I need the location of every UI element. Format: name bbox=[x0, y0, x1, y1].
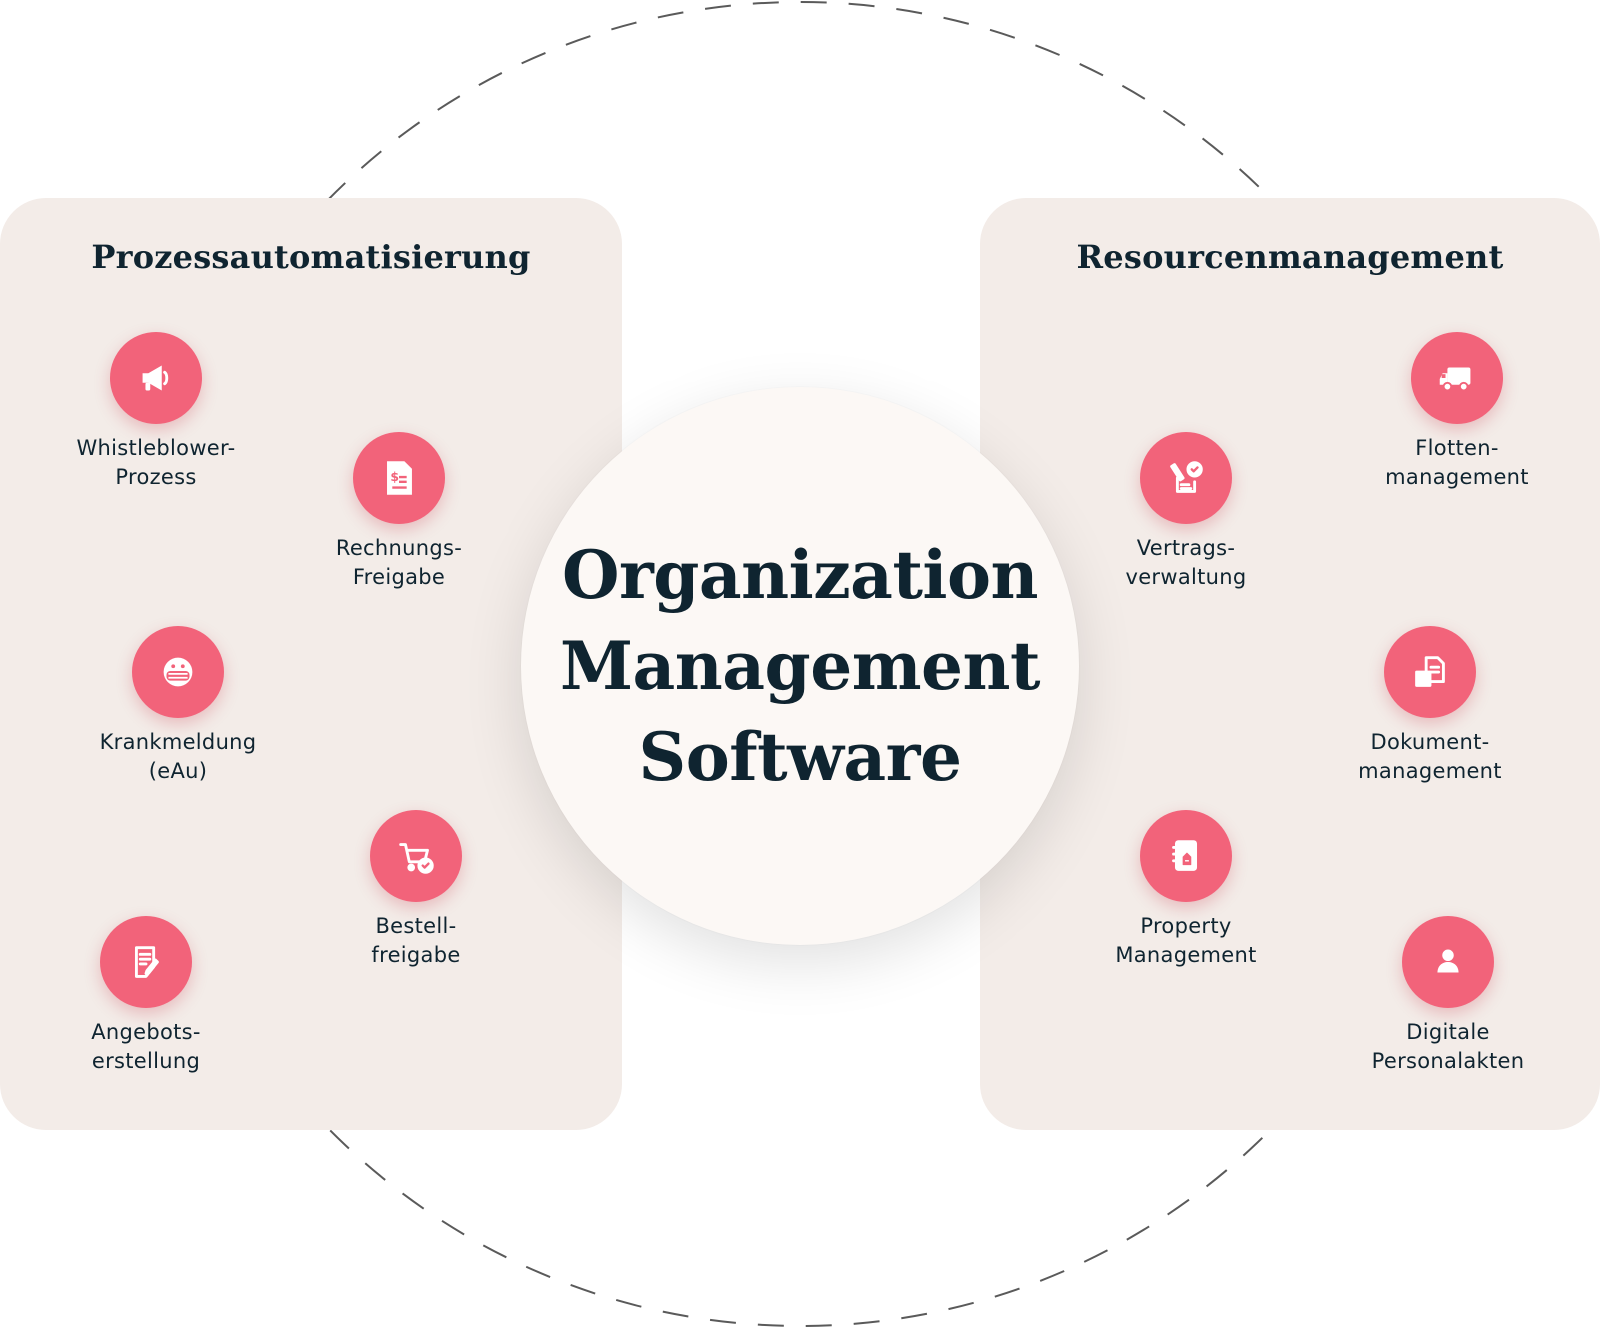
process-automation-panel: Prozessautomatisierung Whistleblower- Pr… bbox=[0, 198, 622, 1130]
documents-icon bbox=[1384, 626, 1476, 718]
item-sick-note[interactable]: Krankmeldung (eAu) bbox=[68, 626, 288, 786]
item-order-approval[interactable]: Bestell- freigabe bbox=[306, 810, 526, 970]
item-label: Digitale Personalakten bbox=[1371, 1020, 1525, 1073]
cart-check-icon bbox=[370, 810, 462, 902]
document-edit-icon bbox=[100, 916, 192, 1008]
megaphone-icon bbox=[110, 332, 202, 424]
item-label: Krankmeldung (eAu) bbox=[99, 730, 257, 783]
contract-sign-icon bbox=[1140, 432, 1232, 524]
center-title: Organization Management Software bbox=[559, 535, 1041, 796]
svg-text:$: $ bbox=[390, 469, 399, 484]
item-label: Dokument- management bbox=[1358, 730, 1502, 783]
item-label: Whistleblower- Prozess bbox=[76, 436, 236, 489]
invoice-icon: $ bbox=[353, 432, 445, 524]
item-document-management[interactable]: Dokument- management bbox=[1320, 626, 1540, 786]
face-mask-icon bbox=[132, 626, 224, 718]
item-digital-personnel-files[interactable]: Digitale Personalakten bbox=[1338, 916, 1558, 1076]
resource-management-panel: Resourcenmanagement Flotten- management … bbox=[980, 198, 1600, 1130]
center-circle: Organization Management Software bbox=[521, 387, 1079, 945]
building-book-icon bbox=[1140, 810, 1232, 902]
item-whistleblower[interactable]: Whistleblower- Prozess bbox=[46, 332, 266, 492]
item-fleet-management[interactable]: Flotten- management bbox=[1347, 332, 1567, 492]
item-label: Property Management bbox=[1115, 914, 1257, 967]
item-contract-management[interactable]: Vertrags- verwaltung bbox=[1076, 432, 1296, 592]
item-label: Flotten- management bbox=[1385, 436, 1529, 489]
item-label: Vertrags- verwaltung bbox=[1125, 536, 1247, 589]
item-property-management[interactable]: Property Management bbox=[1076, 810, 1296, 970]
panel-title: Prozessautomatisierung bbox=[91, 238, 531, 276]
item-invoice-approval[interactable]: $ Rechnungs- Freigabe bbox=[289, 432, 509, 592]
item-label: Bestell- freigabe bbox=[371, 914, 461, 967]
item-offer-creation[interactable]: Angebots- erstellung bbox=[36, 916, 256, 1076]
person-icon bbox=[1402, 916, 1494, 1008]
truck-icon bbox=[1411, 332, 1503, 424]
item-label: Rechnungs- Freigabe bbox=[335, 536, 463, 589]
item-label: Angebots- erstellung bbox=[91, 1020, 201, 1073]
panel-title: Resourcenmanagement bbox=[1076, 238, 1504, 276]
